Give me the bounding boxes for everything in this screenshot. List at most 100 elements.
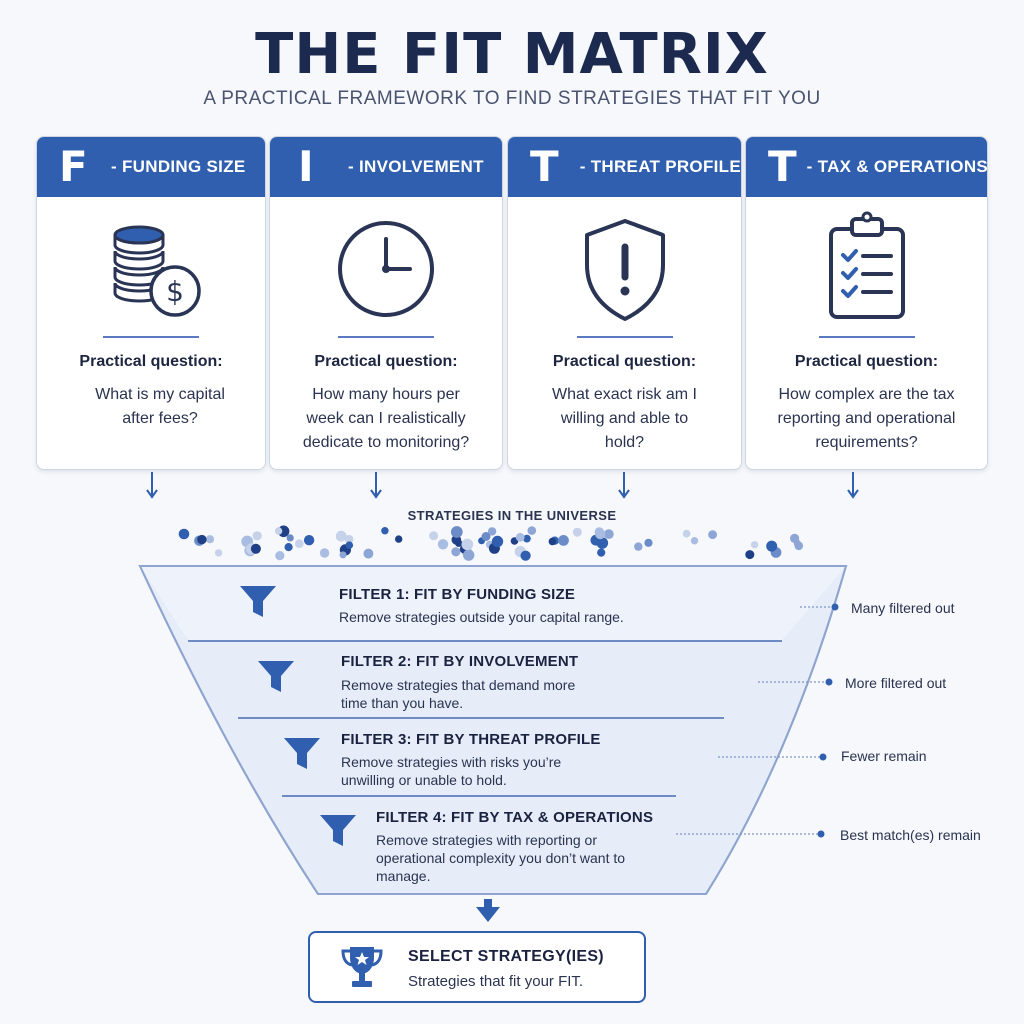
strategy-dot [523,534,531,543]
strategy-dot [303,535,315,546]
strategy-dot [275,551,285,561]
card-divider [103,336,199,338]
card-label: - THREAT PROFILE [579,157,741,176]
strategy-dot [451,547,461,557]
universe-label: STRATEGIES IN THE UNIVERSE [407,508,617,523]
select-desc: Strategies that fit your FIT. [408,973,584,990]
strategy-dot [708,530,717,539]
strategy-dot [520,550,531,561]
card-header: I - INVOLVEMENT [270,137,502,197]
strategy-dot [178,528,190,540]
strategy-dot [603,529,614,539]
strategy-dot [481,532,491,541]
filter-1-title: FILTER 1: FIT BY FUNDING SIZE [339,586,576,603]
arrow-down-icon [370,472,382,499]
strategy-dot [250,543,261,554]
strategy-dot [548,537,556,546]
funnel-icon [284,738,320,769]
card-divider [818,336,915,338]
clipboard-checklist-icon [746,207,987,327]
strategy-dot [339,551,347,559]
coins-dollar-icon: $ [37,207,265,327]
card-letter: T [768,142,797,191]
svg-text:$: $ [166,275,184,308]
strategy-dot [597,548,606,557]
strategy-dot [766,540,778,552]
strategy-dot [284,543,293,552]
strategy-dot [363,548,374,559]
filter-4-title: FILTER 4: FIT BY TAX & OPERATIONS [376,809,654,826]
card-tax-operations: T - TAX & OPERATIONS Practical question:… [745,136,988,470]
strategy-dot [463,549,475,561]
strategy-dot [491,535,504,548]
filter-3-outcome: Fewer remain [841,748,927,764]
strategy-dot [295,539,304,548]
funnel-icon [240,586,276,617]
clock-icon [270,207,502,327]
card-letter: F [59,142,88,191]
card-question: What is my capital after fees? [95,386,225,427]
strategy-dot [450,526,463,538]
strategy-dot [205,535,215,544]
card-letter: T [530,142,559,191]
filter-3-desc: Remove strategies with risks you’re unwi… [341,754,562,788]
strategy-dot [682,529,691,538]
card-header: T - TAX & OPERATIONS [746,137,987,197]
shield-alert-icon [508,207,741,327]
card-question-label: Practical question: [552,353,697,370]
card-label: - TAX & OPERATIONS [806,157,988,176]
page-title: THE FIT MATRIX [255,22,769,87]
trophy-icon [341,947,383,987]
strategy-dot [644,538,653,547]
card-threat-profile: T - THREAT PROFILE Practical question: W… [507,136,742,470]
strategy-dot [515,532,525,542]
card-label: - FUNDING SIZE [111,157,246,176]
filter-2-outcome: More filtered out [845,675,947,691]
strategy-dot [558,535,569,546]
card-label: - INVOLVEMENT [348,157,484,176]
strategy-dot [197,534,207,545]
card-letter: I [298,142,314,191]
filter-1-outcome: Many filtered out [851,600,955,616]
filter-3-title: FILTER 3: FIT BY THREAT PROFILE [341,731,601,748]
arrow-down-icon [618,472,630,499]
strategy-dot [527,526,537,535]
funnel-icon [320,815,356,846]
card-funding-size: F - FUNDING SIZE $ Practical question: W… [36,136,266,470]
strategy-dot [286,534,294,542]
arrow-down-icon [476,899,500,922]
card-header: F - FUNDING SIZE [37,137,265,197]
strategy-dot [437,539,449,550]
strategy-dot [344,534,354,544]
card-divider [338,336,434,338]
card-question-label: Practical question: [314,353,458,370]
arrow-down-icon [146,472,158,499]
strategy-dot [794,541,804,551]
strategy-dots [178,525,804,561]
strategy-dot [595,528,606,540]
strategy-dot [252,531,262,541]
strategy-dot [274,527,283,535]
strategy-dot [634,542,643,551]
filter-1-desc: Remove strategies outside your capital r… [339,609,624,625]
strategy-dot [395,535,403,543]
strategy-dot [335,530,347,542]
funnel-icon [258,661,294,692]
filter-2-title: FILTER 2: FIT BY INVOLVEMENT [341,653,579,670]
card-question: How many hours per week can I realistica… [302,386,470,451]
strategy-dot [381,527,389,535]
select-strategy-box: SELECT STRATEGY(IES) Strategies that fit… [308,931,646,1003]
strategy-dot [214,549,223,557]
card-question-label: Practical question: [79,353,223,370]
strategy-dot [690,537,699,545]
filter-4-outcome: Best match(es) remain [840,827,981,843]
card-question: How complex are the tax reporting and op… [777,386,956,451]
select-title: SELECT STRATEGY(IES) [408,948,604,965]
card-question: What exact risk am I willing and able to… [552,386,697,451]
strategy-dot [345,541,354,549]
strategy-dot [319,548,330,558]
page-subtitle: A PRACTICAL FRAMEWORK TO FIND STRATEGIES… [203,88,821,109]
strategy-dot [572,527,582,537]
card-question-label: Practical question: [794,353,939,370]
